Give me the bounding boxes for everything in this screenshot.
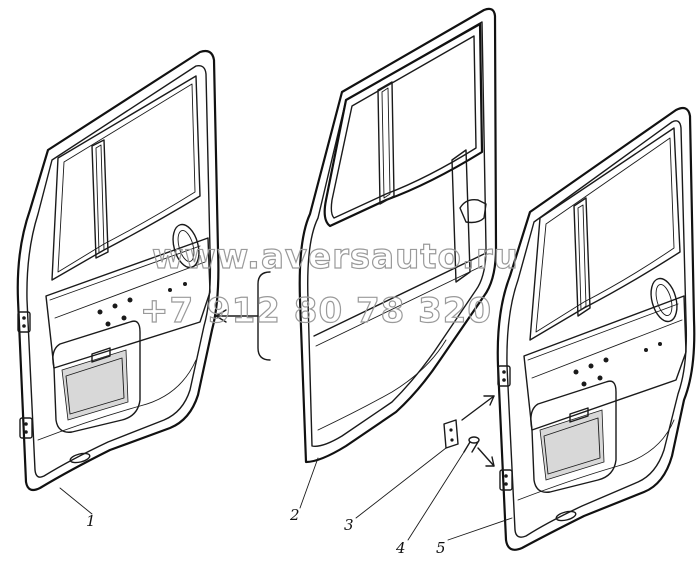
striker-plate [443,419,459,449]
callout-2: 2 [289,506,300,524]
left-door-assembly [16,49,220,492]
callout-1: 1 [86,512,96,530]
install-arrows [461,395,495,467]
watermark-site: www.aversauto.ru [152,237,519,277]
callout-4: 4 [395,539,406,557]
leader-lines [59,447,513,541]
watermark-phone: +7 912 80 78 320 [140,291,492,331]
callout-3: 3 [344,516,354,534]
right-door-assembly [496,106,696,551]
assembly-bracket [215,271,271,361]
callout-5: 5 [436,539,446,557]
outer-door-panel [298,7,498,464]
fastener-bolt [463,436,480,453]
